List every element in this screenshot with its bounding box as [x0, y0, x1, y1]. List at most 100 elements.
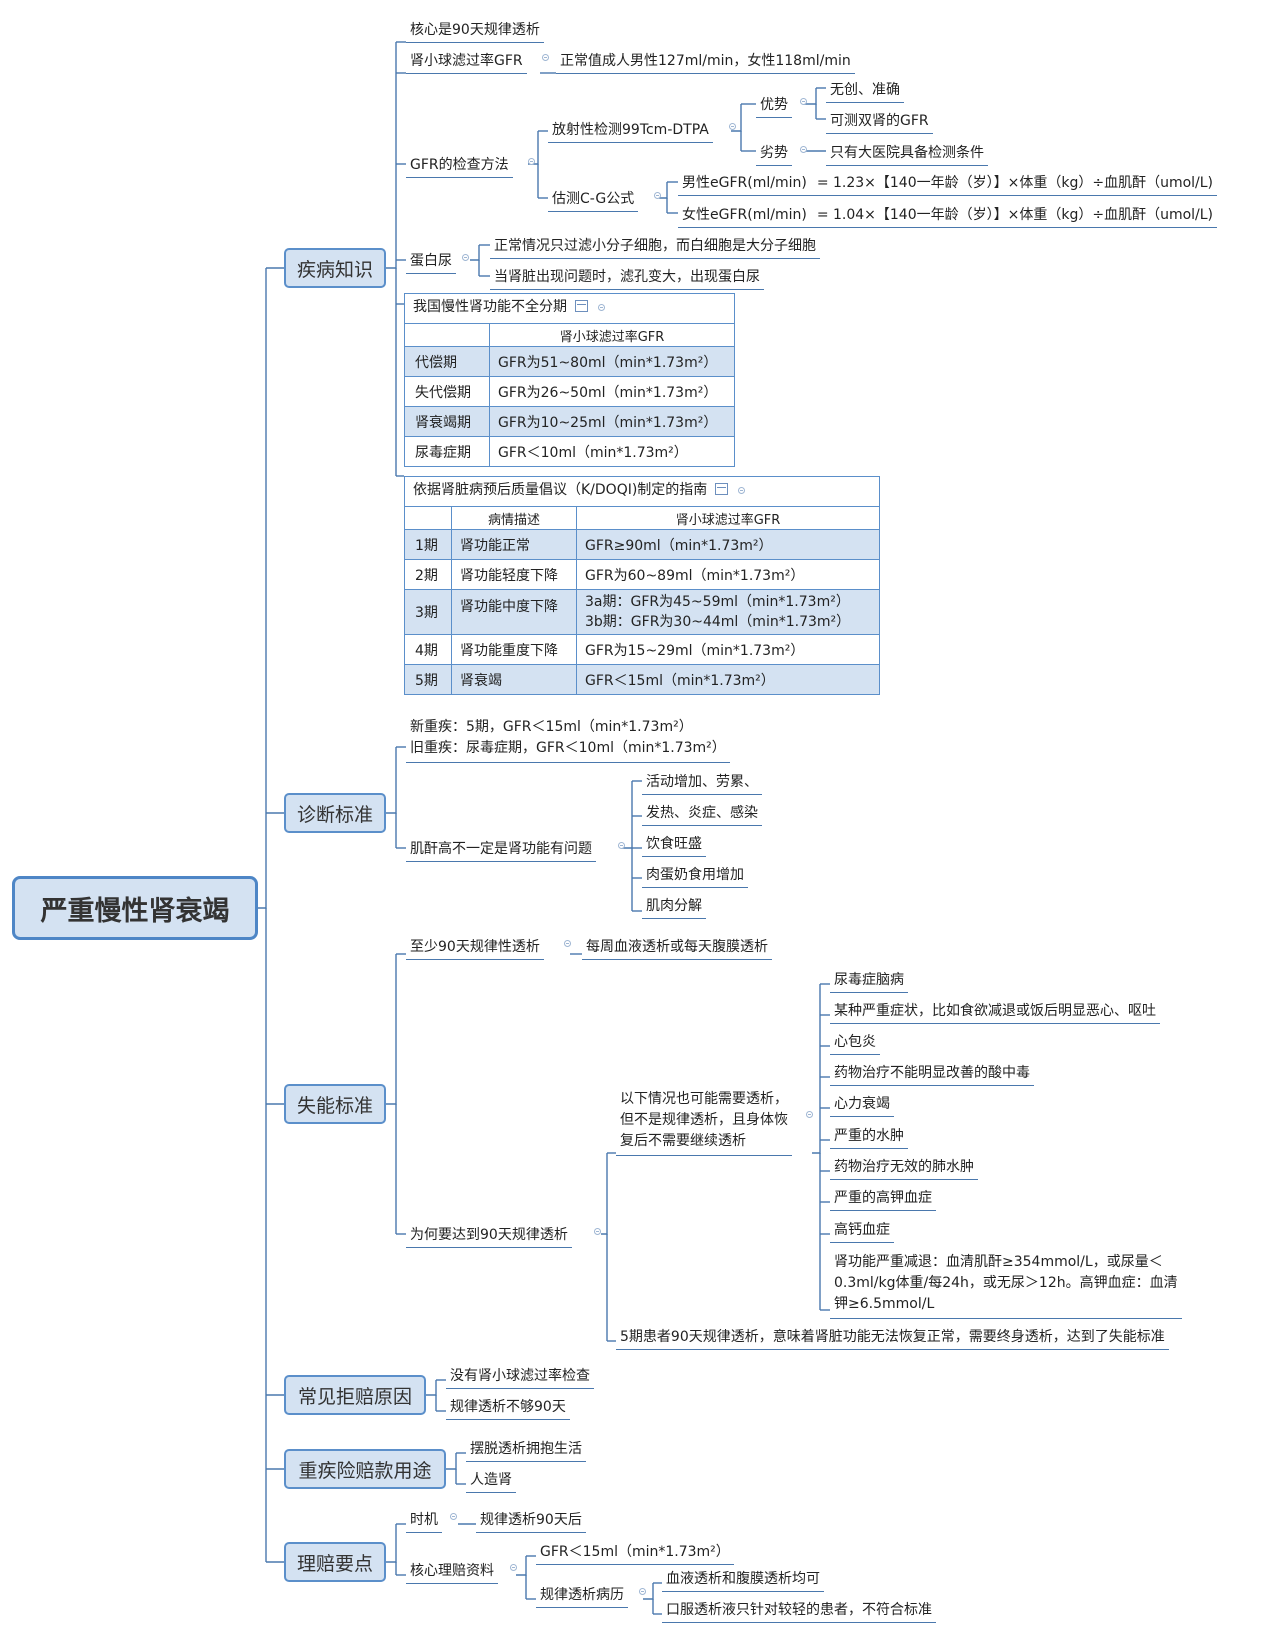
table-cell: GFR＜10ml（min*1.73m²）	[489, 436, 735, 467]
table-cell: GFR为51~80ml（min*1.73m²）	[489, 346, 735, 377]
collapse-icon[interactable]	[806, 1111, 813, 1118]
node-reject-reason[interactable]: 规律透析不够90天	[446, 1396, 570, 1420]
table-cell: 3期	[404, 589, 452, 635]
node-maybe-dialysis[interactable]: 以下情况也可能需要透析，但不是规律透析，且身体恢复后不需要继续透析	[616, 1087, 792, 1156]
node-record-item[interactable]: 血液透析和腹膜透析均可	[662, 1568, 824, 1592]
collapse-icon[interactable]	[800, 98, 807, 105]
collapse-icon[interactable]	[639, 1588, 646, 1595]
collapse-icon[interactable]	[542, 54, 549, 61]
collapse-icon[interactable]	[729, 123, 736, 130]
node-cg-formula[interactable]: 估测C-G公式	[548, 188, 639, 212]
node-condition[interactable]: 严重的水肿	[830, 1125, 908, 1149]
node-payout-use[interactable]: 摆脱透析拥抱生活	[466, 1438, 586, 1462]
node-record-item[interactable]: 口服透析液只针对较轻的患者，不符合标准	[662, 1599, 936, 1623]
table-cell: 2期	[404, 559, 452, 590]
maybe-line: 但不是规律透析，且身体恢	[620, 1112, 788, 1128]
node-advantage[interactable]: 优势	[756, 94, 792, 118]
collapse-icon[interactable]	[800, 146, 807, 153]
node-dialysis-frequency[interactable]: 每周血液透析或每天腹膜透析	[582, 936, 772, 960]
node-payout-use[interactable]: 人造肾	[466, 1469, 516, 1493]
node-adv-item[interactable]: 可测双肾的GFR	[826, 110, 933, 134]
topic-diagnosis-criteria[interactable]: 诊断标准	[284, 793, 386, 833]
cn-table-title-text: 我国慢性肾功能不全分期	[413, 299, 567, 315]
table-cell: 失代偿期	[404, 376, 490, 407]
node-creat-item[interactable]: 肌肉分解	[642, 895, 706, 919]
table-header: 病情描述	[451, 506, 577, 530]
node-creatinine[interactable]: 肌酐高不一定是肾功能有问题	[406, 838, 596, 862]
table-cell: 3a期：GFR为45~59ml（min*1.73m²） 3b期：GFR为30~44…	[576, 589, 880, 635]
male-egfr-label: 男性eGFR(ml/min)	[682, 175, 807, 191]
renal-line: 钾≥6.5mmol/L	[834, 1296, 935, 1312]
node-proteinuria[interactable]: 蛋白尿	[406, 250, 456, 274]
collapse-icon[interactable]	[738, 487, 746, 494]
topic-claim-points[interactable]: 理赔要点	[284, 1542, 386, 1582]
node-stage5-conclusion[interactable]: 5期患者90天规律透析，意味着肾脏功能无法恢复正常，需要终身透析，达到了失能标准	[616, 1326, 1169, 1350]
collapse-icon[interactable]	[654, 192, 661, 199]
collapse-icon[interactable]	[594, 1228, 601, 1235]
node-dialysis-record[interactable]: 规律透析病历	[536, 1584, 628, 1608]
node-creat-item[interactable]: 饮食旺盛	[642, 833, 706, 857]
node-protein-item[interactable]: 正常情况只过滤小分子细胞，而白细胞是大分子细胞	[490, 235, 820, 259]
node-condition[interactable]: 严重的高钾血症	[830, 1187, 936, 1211]
topic-disability-criteria[interactable]: 失能标准	[284, 1084, 386, 1124]
node-core-docs[interactable]: 核心理赔资料	[406, 1560, 498, 1584]
collapse-icon[interactable]	[450, 1513, 457, 1520]
collapse-icon[interactable]	[528, 158, 535, 165]
node-reject-reason[interactable]: 没有肾小球滤过率检查	[446, 1365, 594, 1389]
topic-rejection-reasons[interactable]: 常见拒赔原因	[284, 1375, 426, 1415]
node-timing-value[interactable]: 规律透析90天后	[476, 1509, 586, 1533]
node-dis-item[interactable]: 只有大医院具备检测条件	[826, 142, 988, 166]
node-min-dialysis[interactable]: 至少90天规律性透析	[406, 936, 544, 960]
node-creat-item[interactable]: 发热、炎症、感染	[642, 802, 762, 826]
node-condition[interactable]: 药物治疗不能明显改善的酸中毒	[830, 1062, 1034, 1086]
node-core[interactable]: 核心是90天规律透析	[406, 19, 544, 43]
collapse-icon[interactable]	[564, 940, 571, 947]
topic-payout-usage[interactable]: 重疾险赔款用途	[284, 1449, 446, 1489]
node-female-egfr[interactable]: 女性eGFR(ml/min)= 1.04×【140一年龄（岁）】×体重（kg）÷…	[678, 204, 1218, 228]
topic-disease-knowledge[interactable]: 疾病知识	[284, 248, 386, 288]
node-condition[interactable]: 尿毒症脑病	[830, 969, 908, 993]
node-gfr[interactable]: 肾小球滤过率GFR	[406, 50, 527, 74]
table-cell: 4期	[404, 634, 452, 665]
table-cell: 1期	[404, 529, 452, 560]
node-creat-item[interactable]: 肉蛋奶食用增加	[642, 864, 748, 888]
collapse-icon[interactable]	[598, 304, 605, 311]
table-cell-line: 3a期：GFR为45~59ml（min*1.73m²）	[585, 594, 850, 610]
node-docs-gfr[interactable]: GFR＜15ml（min*1.73m²）	[536, 1541, 734, 1565]
node-condition[interactable]: 某种严重症状，比如食欲减退或饭后明显恶心、呕吐	[830, 1000, 1160, 1024]
table-cell-line: 3b期：GFR为30~44ml（min*1.73m²）	[585, 614, 851, 630]
node-male-egfr[interactable]: 男性eGFR(ml/min)= 1.23×【140一年龄（岁）】×体重（kg）÷…	[678, 172, 1218, 196]
node-new-old-criteria[interactable]: 新重疾：5期，GFR＜15ml（min*1.73m²）旧重疾：尿毒症期，GFR＜…	[406, 715, 730, 763]
node-disadvantage[interactable]: 劣势	[756, 142, 792, 166]
node-protein-item[interactable]: 当肾脏出现问题时，滤孔变大，出现蛋白尿	[490, 266, 764, 290]
collapse-icon[interactable]	[510, 1564, 517, 1571]
maybe-line: 以下情况也可能需要透析，	[620, 1091, 788, 1107]
collapse-icon[interactable]	[462, 254, 469, 261]
node-timing[interactable]: 时机	[406, 1509, 442, 1533]
node-condition[interactable]: 心力衰竭	[830, 1093, 894, 1117]
node-creat-item[interactable]: 活动增加、劳累、	[642, 771, 762, 795]
node-radio-test[interactable]: 放射性检测99Tcm-DTPA	[548, 119, 713, 143]
node-condition-renal[interactable]: 肾功能严重减退：血清肌酐≥354mmol/L，或尿量＜0.3ml/kg体重/每2…	[830, 1250, 1182, 1319]
node-condition[interactable]: 药物治疗无效的肺水肿	[830, 1156, 978, 1180]
table-cell: 肾功能正常	[451, 529, 577, 560]
table-header	[404, 506, 452, 530]
table-cell: 肾功能轻度下降	[451, 559, 577, 590]
root-topic[interactable]: 严重慢性肾衰竭	[12, 876, 258, 940]
collapse-icon[interactable]	[618, 842, 625, 849]
kdoqi-table-title[interactable]: 依据肾脏病预后质量倡议（K/DOQI)制定的指南	[404, 476, 880, 507]
table-cell: 肾衰竭期	[404, 406, 490, 437]
cn-table-title[interactable]: 我国慢性肾功能不全分期	[404, 293, 735, 324]
node-condition[interactable]: 高钙血症	[830, 1219, 894, 1243]
table-cell: 5期	[404, 664, 452, 695]
node-adv-item[interactable]: 无创、准确	[826, 79, 904, 103]
table-header: 肾小球滤过率GFR	[576, 506, 880, 530]
node-condition[interactable]: 心包炎	[830, 1031, 880, 1055]
kdoqi-table-title-text: 依据肾脏病预后质量倡议（K/DOQI)制定的指南	[413, 482, 708, 498]
node-gfr-normal[interactable]: 正常值成人男性127ml/min，女性118ml/min	[556, 50, 855, 74]
node-why-90-days[interactable]: 为何要达到90天规律透析	[406, 1224, 572, 1248]
note-icon	[715, 483, 729, 495]
node-gfr-methods[interactable]: GFR的检查方法	[406, 154, 513, 178]
note-icon	[575, 300, 588, 312]
